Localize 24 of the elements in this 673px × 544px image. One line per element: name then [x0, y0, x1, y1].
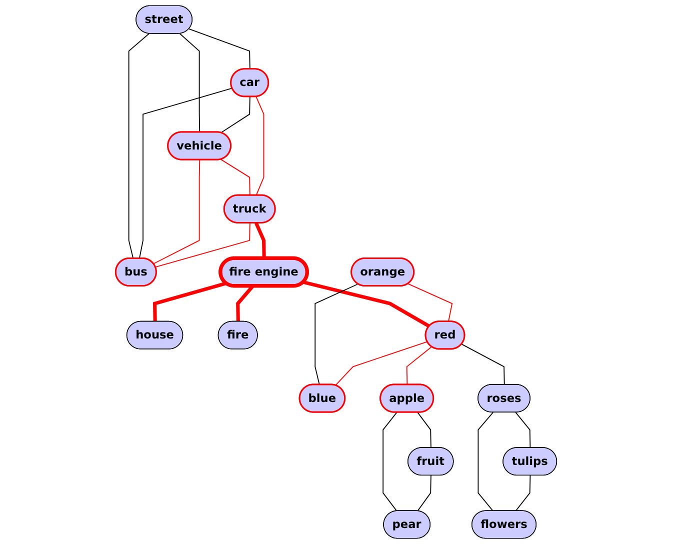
connector [516, 412, 531, 448]
connector [153, 159, 200, 264]
connector [153, 282, 227, 322]
connector [335, 341, 428, 386]
connector [382, 412, 398, 512]
connector [139, 88, 233, 259]
connector [408, 283, 453, 322]
connector [180, 33, 200, 133]
connector [220, 158, 251, 196]
connector [417, 412, 432, 448]
connector [155, 222, 251, 268]
connector [417, 475, 432, 512]
connector [516, 475, 531, 512]
connector [303, 280, 431, 328]
connector [406, 346, 432, 386]
connector [220, 96, 251, 134]
connector [128, 33, 150, 259]
connector [236, 285, 254, 322]
connector [254, 222, 266, 259]
connector [256, 96, 265, 196]
connector [188, 28, 251, 70]
connector [478, 412, 494, 512]
connector [462, 344, 506, 386]
connector [314, 284, 359, 386]
